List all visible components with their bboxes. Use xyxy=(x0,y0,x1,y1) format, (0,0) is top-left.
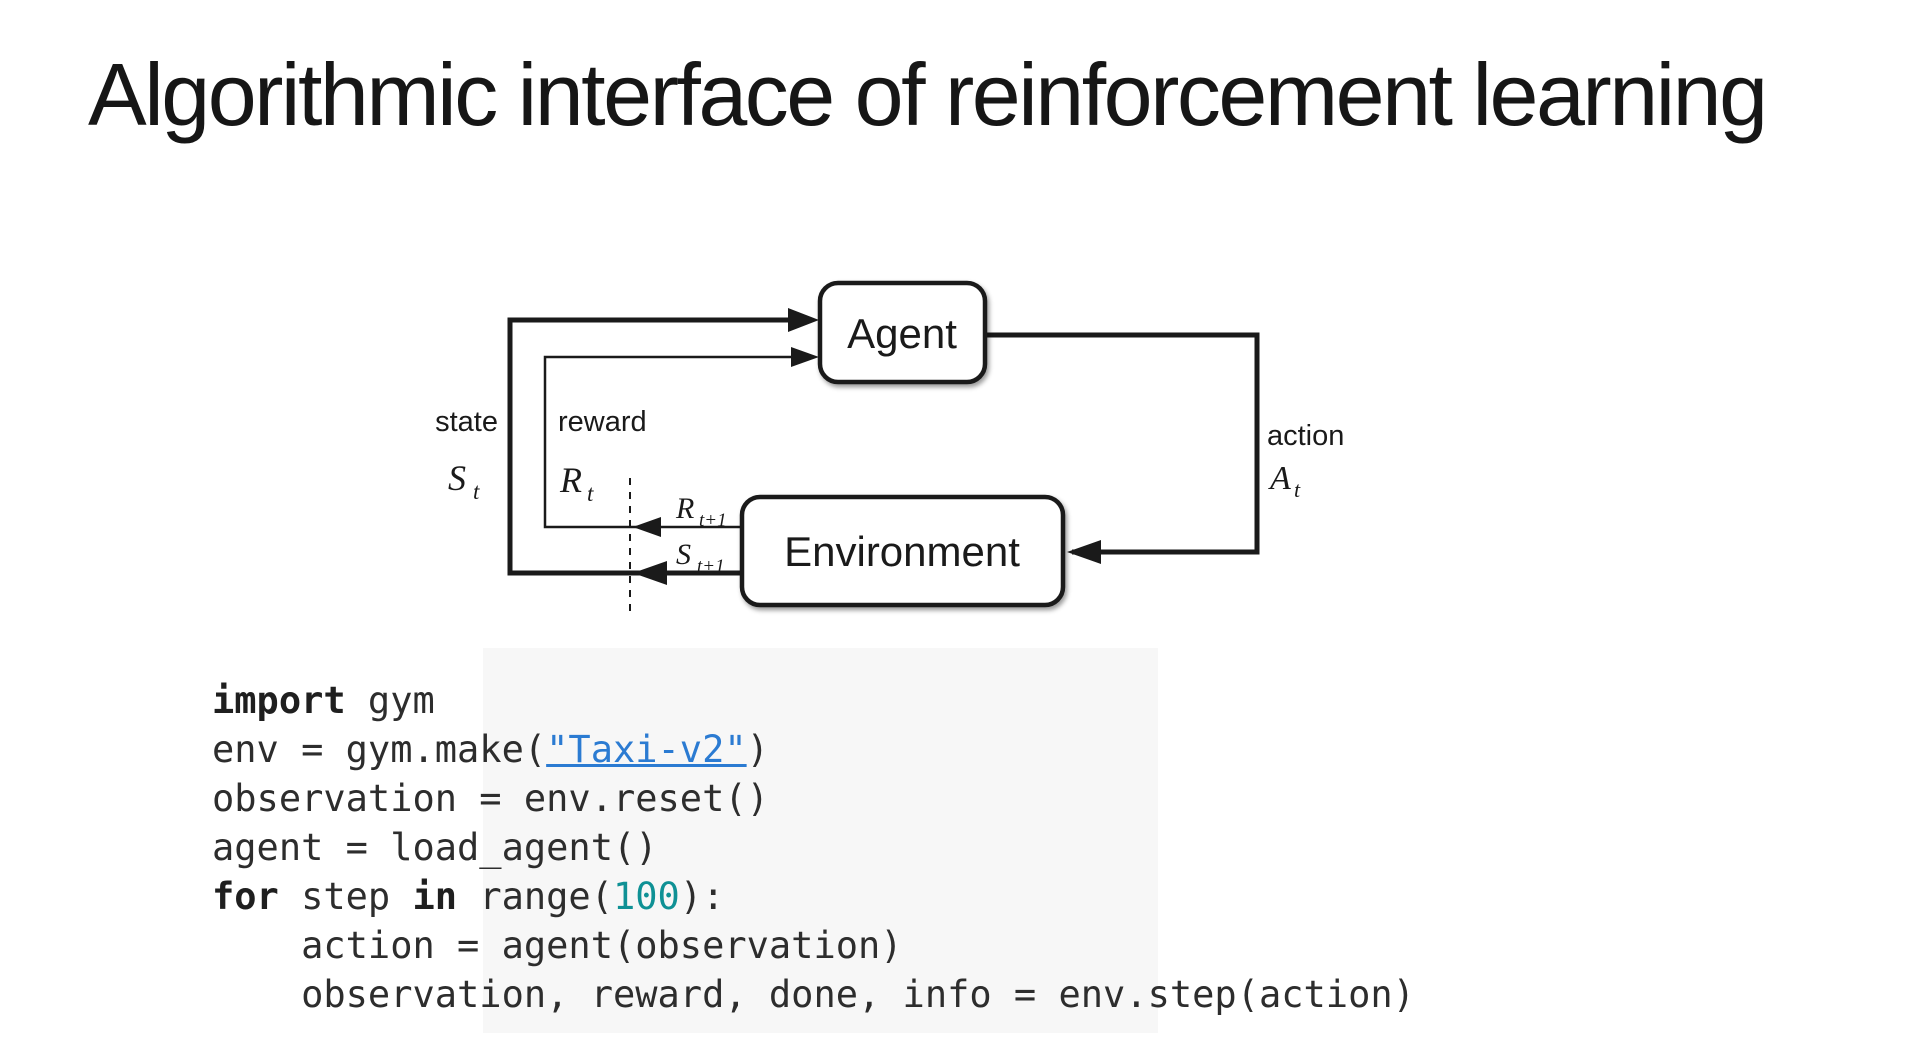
state-loop-line xyxy=(507,317,812,576)
next-reward-arrowhead-at-timestep xyxy=(633,517,661,537)
code-line: agent = load_agent() xyxy=(212,823,1415,872)
action-symbol: A xyxy=(1268,460,1291,497)
action-loop-line xyxy=(985,332,1260,555)
taxi-v2-link[interactable]: "Taxi-v2" xyxy=(546,728,747,771)
code-text: gym xyxy=(345,679,435,722)
code-keyword: for xyxy=(212,875,279,918)
code-line: import gym xyxy=(212,676,1415,725)
action-label: action xyxy=(1267,420,1344,452)
next-state-symbol: S xyxy=(676,538,691,571)
code-screenshot-background xyxy=(483,648,1158,1033)
code-text: action = agent(observation) xyxy=(212,924,903,967)
code-text: step xyxy=(278,875,413,918)
reward-symbol-subscript: t xyxy=(587,481,594,506)
environment-box-label: Environment xyxy=(784,528,1020,575)
next-reward-subscript: t+1 xyxy=(699,510,727,531)
state-symbol-subscript: t xyxy=(473,479,480,504)
code-text: agent = load_agent() xyxy=(212,826,658,869)
code-keyword: in xyxy=(412,875,458,918)
reward-label: reward xyxy=(558,406,647,438)
page-title: Algorithmic interface of reinforcement l… xyxy=(88,45,1768,144)
code-text: env = gym.make( xyxy=(212,728,547,771)
state-symbol: S xyxy=(448,458,466,498)
agent-box xyxy=(817,280,988,385)
action-symbol-subscript: t xyxy=(1294,477,1301,502)
next-reward-symbol: R xyxy=(675,492,694,525)
code-text: observation, reward, done, info = env.st… xyxy=(212,973,1415,1016)
agent-box-label: Agent xyxy=(847,310,957,357)
code-text: range( xyxy=(457,875,613,918)
code-line: action = agent(observation) xyxy=(212,921,1415,970)
reward-arrowhead-into-agent xyxy=(791,347,819,367)
code-keyword: import xyxy=(212,679,346,722)
code-line: observation = env.reset() xyxy=(212,774,1415,823)
state-label: state xyxy=(435,406,498,438)
code-text: observation = env.reset() xyxy=(212,777,769,820)
code-line: for step in range(100): xyxy=(212,872,1415,921)
environment-box xyxy=(739,494,1066,608)
code-line: observation, reward, done, info = env.st… xyxy=(212,970,1415,1019)
action-arrowhead-into-environment xyxy=(1067,540,1101,564)
next-state-arrowhead-at-timestep xyxy=(633,561,667,585)
reward-symbol: R xyxy=(559,460,582,500)
state-arrowhead-into-agent xyxy=(788,308,819,332)
code-number: 100 xyxy=(612,875,680,918)
code-line: env = gym.make("Taxi-v2") xyxy=(212,725,1415,774)
code-text: ): xyxy=(679,875,725,918)
code-text: ) xyxy=(746,728,769,771)
next-state-subscript: t+1 xyxy=(697,556,725,577)
